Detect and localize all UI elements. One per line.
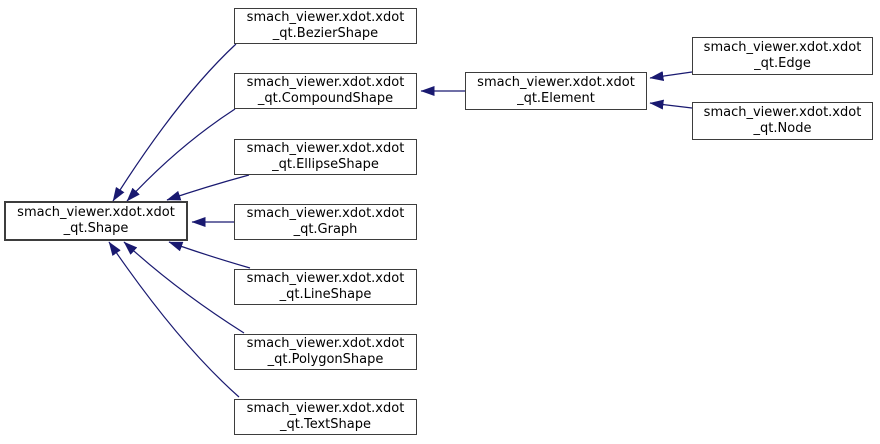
edge-node-to-element (649, 99, 693, 110)
node-text-shape-label: smach_viewer.xdot.xdot _qt.TextShape (246, 401, 405, 432)
edge-edge-to-element (649, 71, 693, 82)
node-node[interactable]: smach_viewer.xdot.xdot _qt.Node (692, 102, 873, 140)
node-node-label: smach_viewer.xdot.xdot _qt.Node (703, 105, 862, 136)
node-compound-shape-label: smach_viewer.xdot.xdot _qt.CompoundShape (246, 75, 405, 106)
node-graph-label: smach_viewer.xdot.xdot _qt.Graph (246, 206, 405, 237)
edge-text-shape-to-shape (108, 241, 240, 398)
node-text-shape[interactable]: smach_viewer.xdot.xdot _qt.TextShape (234, 399, 417, 435)
node-bezier-shape-label: smach_viewer.xdot.xdot _qt.BezierShape (246, 10, 405, 41)
node-polygon-shape-label: smach_viewer.xdot.xdot _qt.PolygonShape (246, 336, 405, 367)
node-line-shape-label: smach_viewer.xdot.xdot _qt.LineShape (246, 271, 405, 302)
node-edge-label: smach_viewer.xdot.xdot _qt.Edge (703, 40, 862, 71)
node-edge[interactable]: smach_viewer.xdot.xdot _qt.Edge (692, 37, 873, 75)
node-graph[interactable]: smach_viewer.xdot.xdot _qt.Graph (234, 204, 417, 240)
node-element[interactable]: smach_viewer.xdot.xdot _qt.Element (465, 72, 647, 110)
node-shape-label: smach_viewer.xdot.xdot _qt.Shape (17, 205, 175, 236)
node-ellipse-shape[interactable]: smach_viewer.xdot.xdot _qt.EllipseShape (234, 139, 417, 175)
node-compound-shape[interactable]: smach_viewer.xdot.xdot _qt.CompoundShape (234, 73, 417, 109)
edge-bezier-shape-to-shape (112, 43, 237, 202)
edge-polygon-shape-to-shape (123, 241, 245, 334)
edge-compound-shape-to-shape (126, 108, 236, 202)
node-line-shape[interactable]: smach_viewer.xdot.xdot _qt.LineShape (234, 269, 417, 305)
edge-line-shape-to-shape (168, 241, 251, 269)
node-element-label: smach_viewer.xdot.xdot _qt.Element (477, 75, 635, 106)
node-polygon-shape[interactable]: smach_viewer.xdot.xdot _qt.PolygonShape (234, 334, 417, 370)
node-bezier-shape[interactable]: smach_viewer.xdot.xdot _qt.BezierShape (234, 8, 417, 44)
node-shape[interactable]: smach_viewer.xdot.xdot _qt.Shape (4, 201, 188, 241)
node-ellipse-shape-label: smach_viewer.xdot.xdot _qt.EllipseShape (246, 141, 405, 172)
edge-ellipse-shape-to-shape (166, 174, 250, 201)
